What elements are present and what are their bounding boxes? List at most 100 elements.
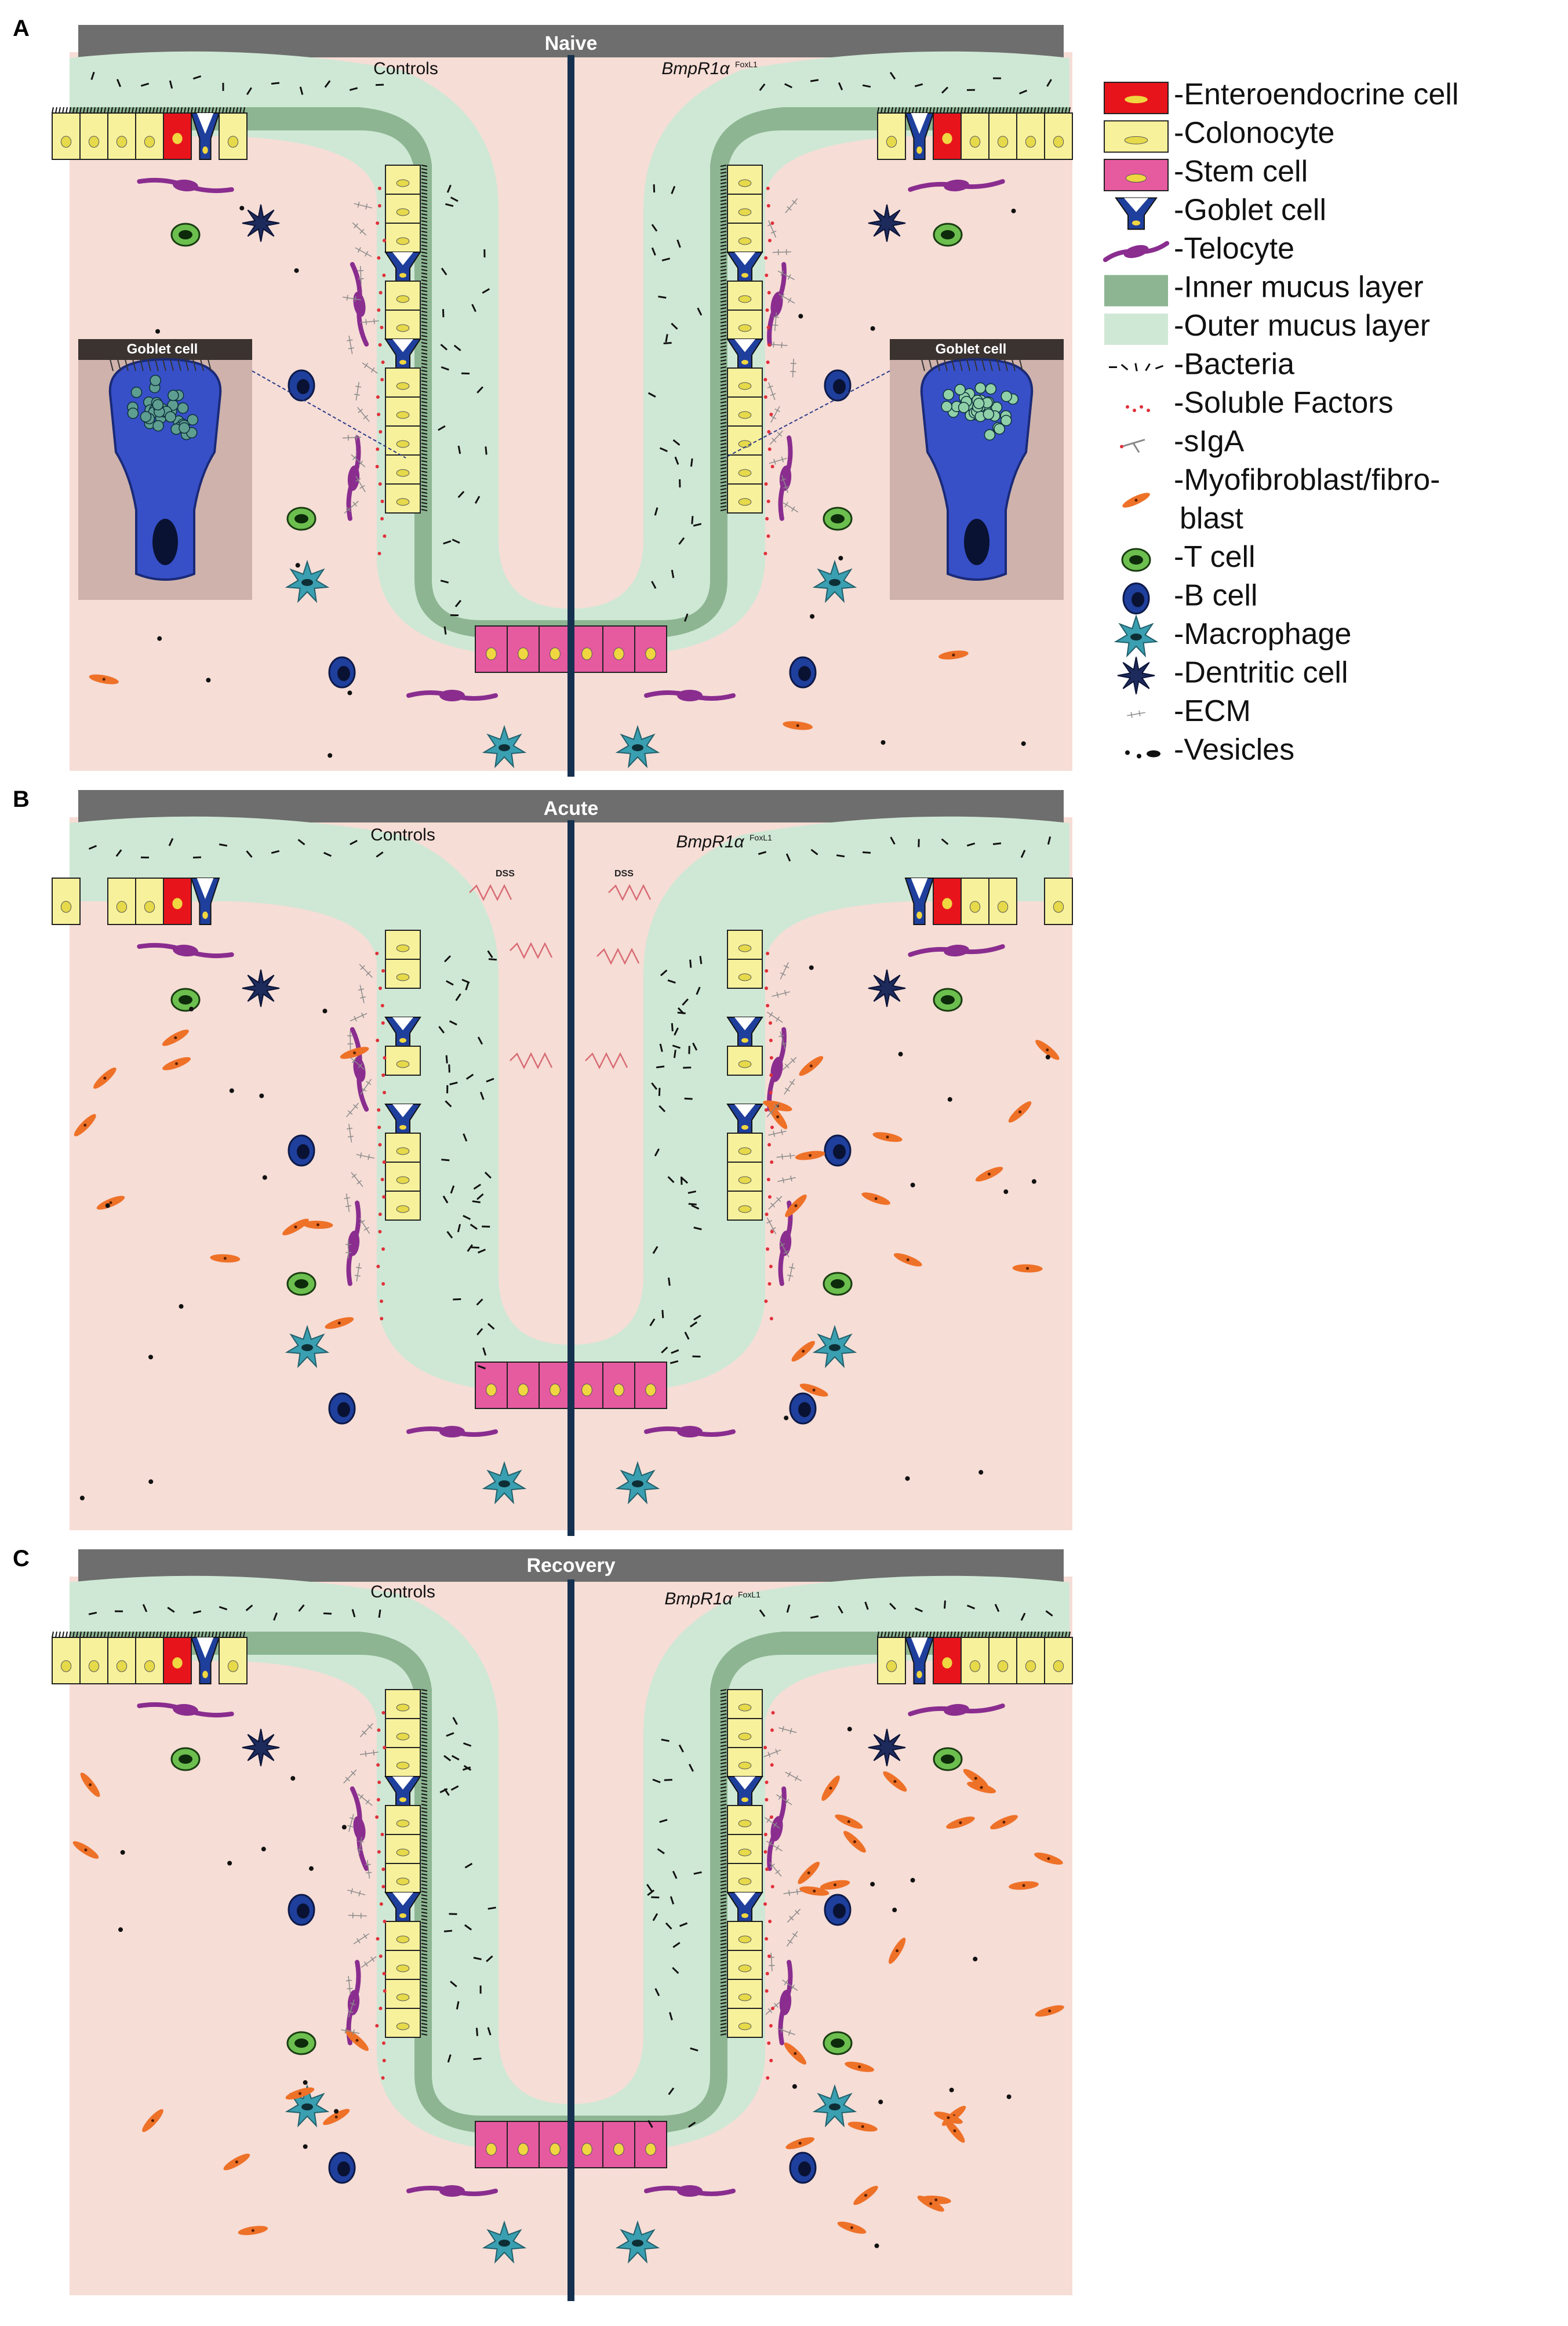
microvillus bbox=[999, 107, 1001, 114]
microvillus bbox=[421, 356, 428, 358]
microvillus bbox=[922, 1631, 925, 1638]
stem-cell-nucleus bbox=[613, 1384, 624, 1396]
microvillus bbox=[964, 1631, 966, 1638]
colonocyte-nucleus bbox=[997, 1660, 1009, 1672]
myofibroblast-nucleus bbox=[235, 2160, 238, 2164]
bacterium bbox=[1134, 363, 1138, 372]
mucin-granule bbox=[954, 384, 966, 395]
microvillus bbox=[908, 107, 911, 114]
myofibroblast-icon bbox=[1122, 493, 1150, 508]
microvillus bbox=[981, 107, 984, 114]
myofibroblast-nucleus bbox=[151, 2119, 154, 2123]
epithelium-mutant bbox=[570, 107, 1073, 673]
ecm-fiber bbox=[344, 1193, 351, 1212]
ecm-fiber bbox=[782, 501, 799, 513]
microvillus bbox=[1023, 1631, 1025, 1638]
microvillus bbox=[421, 1689, 428, 1691]
telocyte-body bbox=[439, 1426, 465, 1437]
colonocyte bbox=[107, 1637, 136, 1684]
microvillus bbox=[421, 432, 428, 435]
ecm-fiber bbox=[350, 1012, 368, 1022]
microvillus bbox=[1027, 1631, 1029, 1638]
microvillus bbox=[421, 1825, 428, 1827]
ecm-fiber bbox=[763, 1749, 781, 1758]
vesicle bbox=[105, 1203, 110, 1208]
macrophage-nucleus bbox=[829, 579, 841, 586]
microvillus bbox=[1016, 107, 1018, 114]
telocyte-icon bbox=[1103, 241, 1170, 263]
bacterium bbox=[647, 2120, 653, 2128]
microvillus bbox=[421, 1727, 428, 1730]
dendritic-cell bbox=[1117, 657, 1155, 694]
microvillus bbox=[1009, 1631, 1012, 1638]
soluble-factor bbox=[765, 1989, 769, 1993]
microvillus bbox=[720, 1981, 727, 1983]
colonocyte-nucleus bbox=[396, 1732, 410, 1741]
ecm-fiber bbox=[785, 198, 798, 213]
microvillus bbox=[421, 196, 428, 198]
myofibroblast-nucleus bbox=[1134, 498, 1138, 502]
microvillus bbox=[421, 405, 428, 407]
b-cell-nucleus bbox=[337, 2161, 350, 2176]
microvillus bbox=[421, 1967, 428, 1970]
bacterium bbox=[668, 2087, 675, 2095]
colonocyte-icon bbox=[1104, 120, 1169, 153]
microvillus bbox=[229, 107, 231, 114]
microvillus bbox=[421, 1720, 428, 1723]
vesicle bbox=[157, 636, 162, 641]
microvillus bbox=[720, 1717, 727, 1719]
soluble-factor bbox=[377, 1108, 381, 1112]
microvillus bbox=[191, 1631, 193, 1638]
vesicles-icon bbox=[1125, 750, 1160, 759]
ecm-fiber bbox=[787, 1909, 801, 1923]
bacterium bbox=[441, 366, 449, 371]
ecm-fiber bbox=[786, 1931, 798, 1947]
soluble-factor bbox=[377, 1126, 381, 1129]
bacterium bbox=[914, 83, 923, 88]
microvillus bbox=[421, 481, 428, 483]
bacterium bbox=[192, 1610, 202, 1614]
legend-label: -T cell bbox=[1174, 540, 1256, 574]
mucin-granule bbox=[187, 414, 199, 425]
inset-microvillus bbox=[966, 359, 970, 372]
microvillus bbox=[720, 1738, 727, 1740]
soluble-factor bbox=[376, 395, 380, 399]
microvillus bbox=[720, 408, 727, 410]
microvillus bbox=[720, 1950, 727, 1952]
vesicle bbox=[784, 1415, 789, 1421]
microvillus bbox=[720, 384, 727, 386]
microvillus bbox=[421, 185, 428, 188]
inset-microvillus bbox=[208, 359, 212, 372]
b-cell-icon bbox=[1122, 583, 1150, 614]
mucin-granule bbox=[1001, 390, 1013, 402]
soluble-factor bbox=[766, 1247, 770, 1251]
myofibroblast-nucleus bbox=[294, 1225, 297, 1229]
legend-label: -B cell bbox=[1174, 579, 1257, 613]
soluble-factor bbox=[383, 1920, 387, 1923]
bacterium bbox=[651, 581, 657, 589]
vesicle bbox=[798, 314, 803, 319]
bacterium bbox=[1120, 363, 1129, 371]
microvillus bbox=[421, 304, 428, 306]
mucin-granule bbox=[152, 399, 164, 411]
soluble-factor bbox=[769, 413, 773, 416]
bacterium bbox=[664, 1779, 672, 1781]
microvillus bbox=[919, 1631, 921, 1638]
microvillus bbox=[720, 217, 727, 219]
goblet-cell-nucleus bbox=[741, 1038, 748, 1043]
dendritic-cell bbox=[242, 204, 280, 242]
soluble-factor bbox=[383, 1746, 387, 1749]
goblet-cell-mucin bbox=[734, 1777, 755, 1790]
soluble-factor bbox=[375, 1815, 379, 1819]
soluble-factor bbox=[770, 221, 774, 225]
microvillus bbox=[208, 1631, 210, 1638]
microvillus bbox=[421, 1901, 428, 1903]
vesicle bbox=[328, 753, 333, 758]
microvillus bbox=[720, 1772, 727, 1775]
soluble-factor bbox=[375, 952, 379, 955]
colonocyte-nucleus bbox=[396, 295, 410, 303]
stem-cell-nucleus bbox=[645, 1384, 656, 1396]
colonocyte-nucleus bbox=[1053, 1660, 1064, 1672]
enteroendocrine-nucleus bbox=[172, 133, 183, 144]
microvillus bbox=[978, 1631, 980, 1638]
